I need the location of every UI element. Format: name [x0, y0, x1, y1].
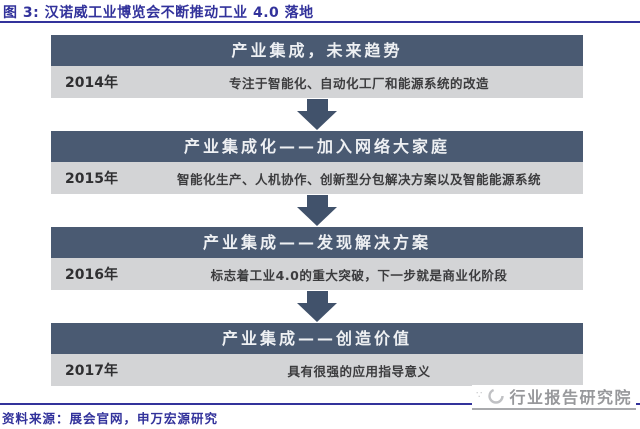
- source-note: 资料来源：展会官网，申万宏源研究: [2, 411, 219, 426]
- step-header-2017: 产业集成——创造价值: [51, 323, 583, 354]
- step-header-2016: 产业集成——发现解决方案: [51, 227, 583, 258]
- down-arrow-icon: [51, 194, 583, 227]
- step-year-label: 2014年: [65, 75, 118, 91]
- step-description: 标志着工业4.0的重大突破，下一步就是商业化阶段: [210, 267, 508, 283]
- watermark-label: 行业报告研究院: [509, 387, 632, 407]
- step-body-2015: 2015年 智能化生产、人机协作、创新型分包解决方案以及智能能源系统: [51, 162, 583, 194]
- title-divider: [0, 21, 640, 23]
- step-body-2017: 2017年 具有很强的应用指导意义: [51, 354, 583, 386]
- footer-divider: [0, 403, 640, 405]
- step-year-label: 2016年: [65, 267, 118, 283]
- step-year-label: 2015年: [65, 171, 118, 187]
- flow-step-2014: 产业集成，未来趋势 2014年 专注于智能化、自动化工厂和能源系统的改造: [51, 35, 583, 98]
- watermark-dots: ∵: [476, 390, 484, 401]
- step-header-2015: 产业集成化——加入网络大家庭: [51, 131, 583, 162]
- down-arrow-icon: [51, 290, 583, 323]
- step-body-2016: 2016年 标志着工业4.0的重大突破，下一步就是商业化阶段: [51, 258, 583, 290]
- step-body-2014: 2014年 专注于智能化、自动化工厂和能源系统的改造: [51, 66, 583, 98]
- step-description: 专注于智能化、自动化工厂和能源系统的改造: [228, 75, 489, 91]
- flow-step-2015: 产业集成化——加入网络大家庭 2015年 智能化生产、人机协作、创新型分包解决方…: [51, 131, 583, 194]
- step-year-label: 2017年: [65, 363, 118, 379]
- flow-step-2017: 产业集成——创造价值 2017年 具有很强的应用指导意义: [51, 323, 583, 386]
- step-description: 具有很强的应用指导意义: [287, 363, 431, 379]
- watermark: ∵ 行业报告研究院: [472, 385, 636, 410]
- research-institute-logo-icon: [487, 387, 505, 405]
- industry40-timeline-flow: 产业集成，未来趋势 2014年 专注于智能化、自动化工厂和能源系统的改造 产业集…: [51, 35, 583, 386]
- step-description: 智能化生产、人机协作、创新型分包解决方案以及智能能源系统: [176, 171, 541, 187]
- down-arrow-icon: [51, 98, 583, 131]
- flow-step-2016: 产业集成——发现解决方案 2016年 标志着工业4.0的重大突破，下一步就是商业…: [51, 227, 583, 290]
- step-header-2014: 产业集成，未来趋势: [51, 35, 583, 66]
- figure-title: 图 3: 汉诺威工业博览会不断推动工业 4.0 落地: [3, 5, 314, 21]
